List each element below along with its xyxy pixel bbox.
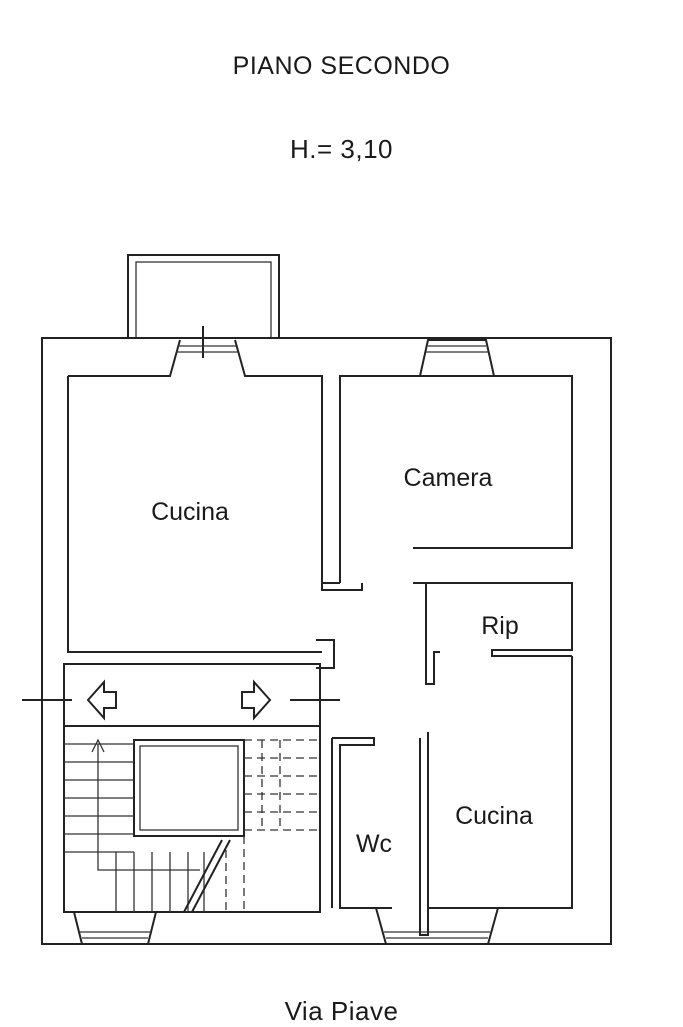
- window-bottom-left: [73, 911, 157, 945]
- ceiling-height: H.= 3,10: [289, 134, 393, 164]
- balcony: [127, 254, 280, 358]
- window-top-left: [176, 345, 238, 353]
- window-top-right: [419, 339, 495, 377]
- room-label-kitchen-right: Cucina: [455, 802, 533, 830]
- window-bottom-right: [375, 907, 499, 945]
- stairwell: [22, 663, 340, 913]
- floor-title: PIANO SECONDO: [232, 52, 451, 80]
- room-label-bedroom: Camera: [404, 464, 493, 492]
- room-label-storage: Rip: [481, 612, 519, 640]
- outer-walls: [41, 337, 612, 945]
- room-label-kitchen-left: Cucina: [151, 498, 229, 526]
- partitions: [316, 582, 573, 936]
- street-name: Via Piave: [284, 996, 399, 1026]
- room-label-wc: Wc: [356, 830, 392, 858]
